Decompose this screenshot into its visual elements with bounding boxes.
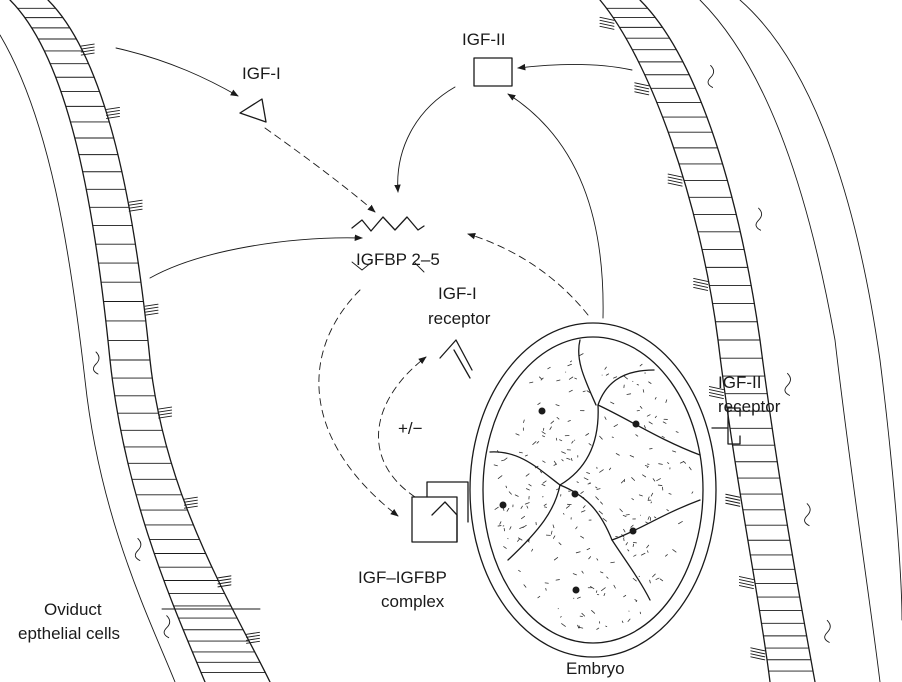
igf-igfbp-complex-icon (412, 482, 468, 542)
igf2-receptor-label-line1: IGF-II (718, 373, 761, 392)
igf2-receptor-label-line2: receptor (718, 397, 781, 416)
complex-label-line1: IGF–IGFBP (358, 568, 447, 587)
igf1-receptor-label-line2: receptor (428, 309, 491, 328)
igf1-receptor-label-line1: IGF-I (438, 284, 477, 303)
embryo (470, 323, 716, 657)
igf2-square-icon (474, 58, 512, 86)
igfbp-label: IGFBP 2–5 (356, 250, 440, 269)
igf1-receptor-icon (440, 340, 472, 378)
igf1-triangle-icon (240, 99, 266, 122)
left-oviduct-wall (0, 0, 270, 682)
igf1-label: IGF-I (242, 64, 281, 83)
igf2-label: IGF-II (462, 30, 505, 49)
arrows (116, 48, 632, 516)
embryo-label: Embryo (566, 659, 625, 678)
right-oviduct-wall (600, 0, 902, 682)
oviduct-label-line2: epthelial cells (18, 624, 120, 643)
oviduct-label-line1: Oviduct (44, 600, 102, 619)
complex-label-line2: complex (381, 592, 445, 611)
plus-minus-label: +/− (398, 419, 423, 438)
